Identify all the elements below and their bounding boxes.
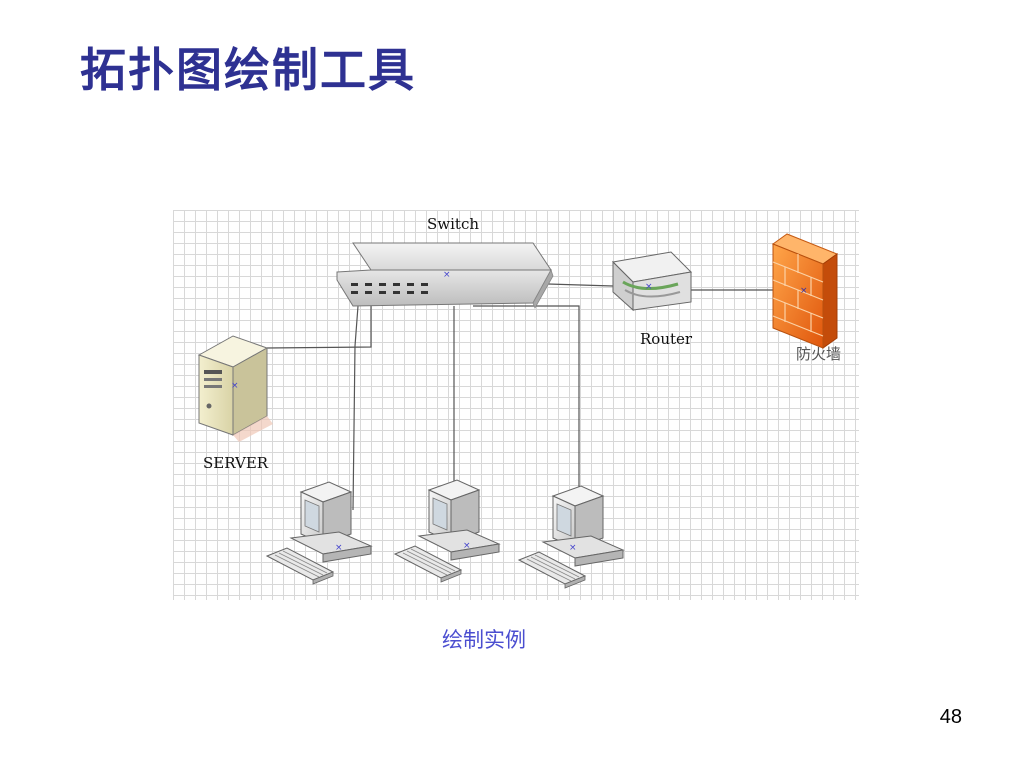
svg-text:×: × (231, 381, 239, 391)
svg-text:×: × (645, 282, 653, 292)
svg-text:×: × (463, 541, 471, 551)
computer-icon-2[interactable]: × (393, 479, 501, 583)
firewall-icon[interactable]: × (771, 233, 839, 349)
switch-icon[interactable]: × (336, 242, 554, 309)
edge-switch-pc3 (473, 305, 580, 510)
switch-label: Switch (427, 215, 480, 233)
computer-icon-3[interactable]: × (517, 485, 625, 589)
svg-text:×: × (335, 543, 343, 553)
computer-icon-1[interactable]: × (265, 481, 373, 585)
edge-switch-server (266, 306, 372, 349)
svg-text:×: × (443, 270, 451, 280)
topology-diagram: × × × (173, 210, 859, 600)
edge-switch-pc1 (352, 305, 359, 511)
page-number: 48 (939, 706, 962, 728)
diagram-caption: 绘制实例 (442, 628, 526, 652)
slide-title: 拓扑图绘制工具 (80, 43, 416, 97)
edge-switch-router (547, 283, 614, 287)
server-icon[interactable]: × (197, 335, 273, 442)
router-label: Router (640, 330, 693, 348)
firewall-label: 防火墙 (796, 345, 842, 363)
svg-text:×: × (800, 286, 808, 296)
server-label: SERVER (203, 454, 269, 472)
svg-text:×: × (569, 543, 577, 553)
router-icon[interactable]: × (611, 251, 693, 312)
